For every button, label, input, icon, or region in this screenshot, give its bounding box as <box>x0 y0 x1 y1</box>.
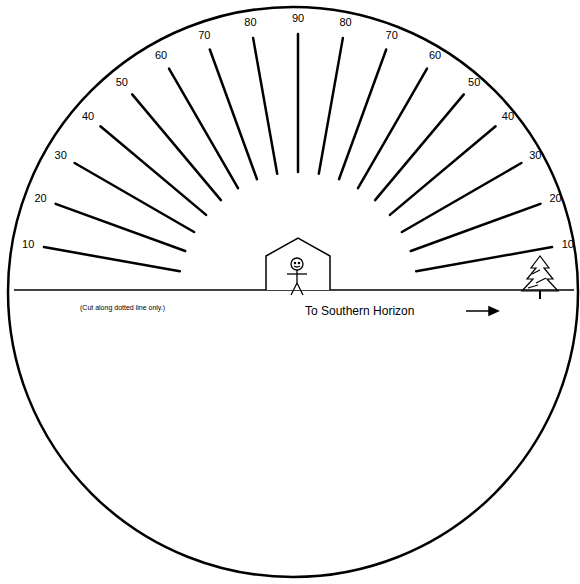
angle-number: 60 <box>429 49 441 60</box>
dial-circle <box>8 7 578 577</box>
angle-number: 30 <box>55 150 67 161</box>
angle-number: 30 <box>529 150 541 161</box>
angle-number: 80 <box>339 17 351 28</box>
angle-number: 80 <box>244 17 256 28</box>
stick-figure <box>287 258 307 295</box>
angle-number: 50 <box>116 77 128 88</box>
angle-number: 10 <box>22 239 34 250</box>
angle-number: 40 <box>82 110 94 121</box>
house <box>266 238 330 290</box>
angle-number: 90 <box>292 13 304 24</box>
angle-number: 40 <box>502 110 514 121</box>
tree <box>522 256 558 299</box>
angle-number: 60 <box>155 49 167 60</box>
angle-number: 70 <box>386 29 398 40</box>
cut-note: (Cut along dotted line only.) <box>80 304 165 311</box>
angle-number: 20 <box>549 193 561 204</box>
angle-number: 10 <box>562 239 574 250</box>
angle-rays <box>44 34 552 271</box>
direction-arrow <box>466 307 498 315</box>
direction-label: To Southern Horizon <box>305 305 414 317</box>
angle-number: 70 <box>198 29 210 40</box>
angle-number: 20 <box>34 193 46 204</box>
angle-number: 50 <box>468 77 480 88</box>
